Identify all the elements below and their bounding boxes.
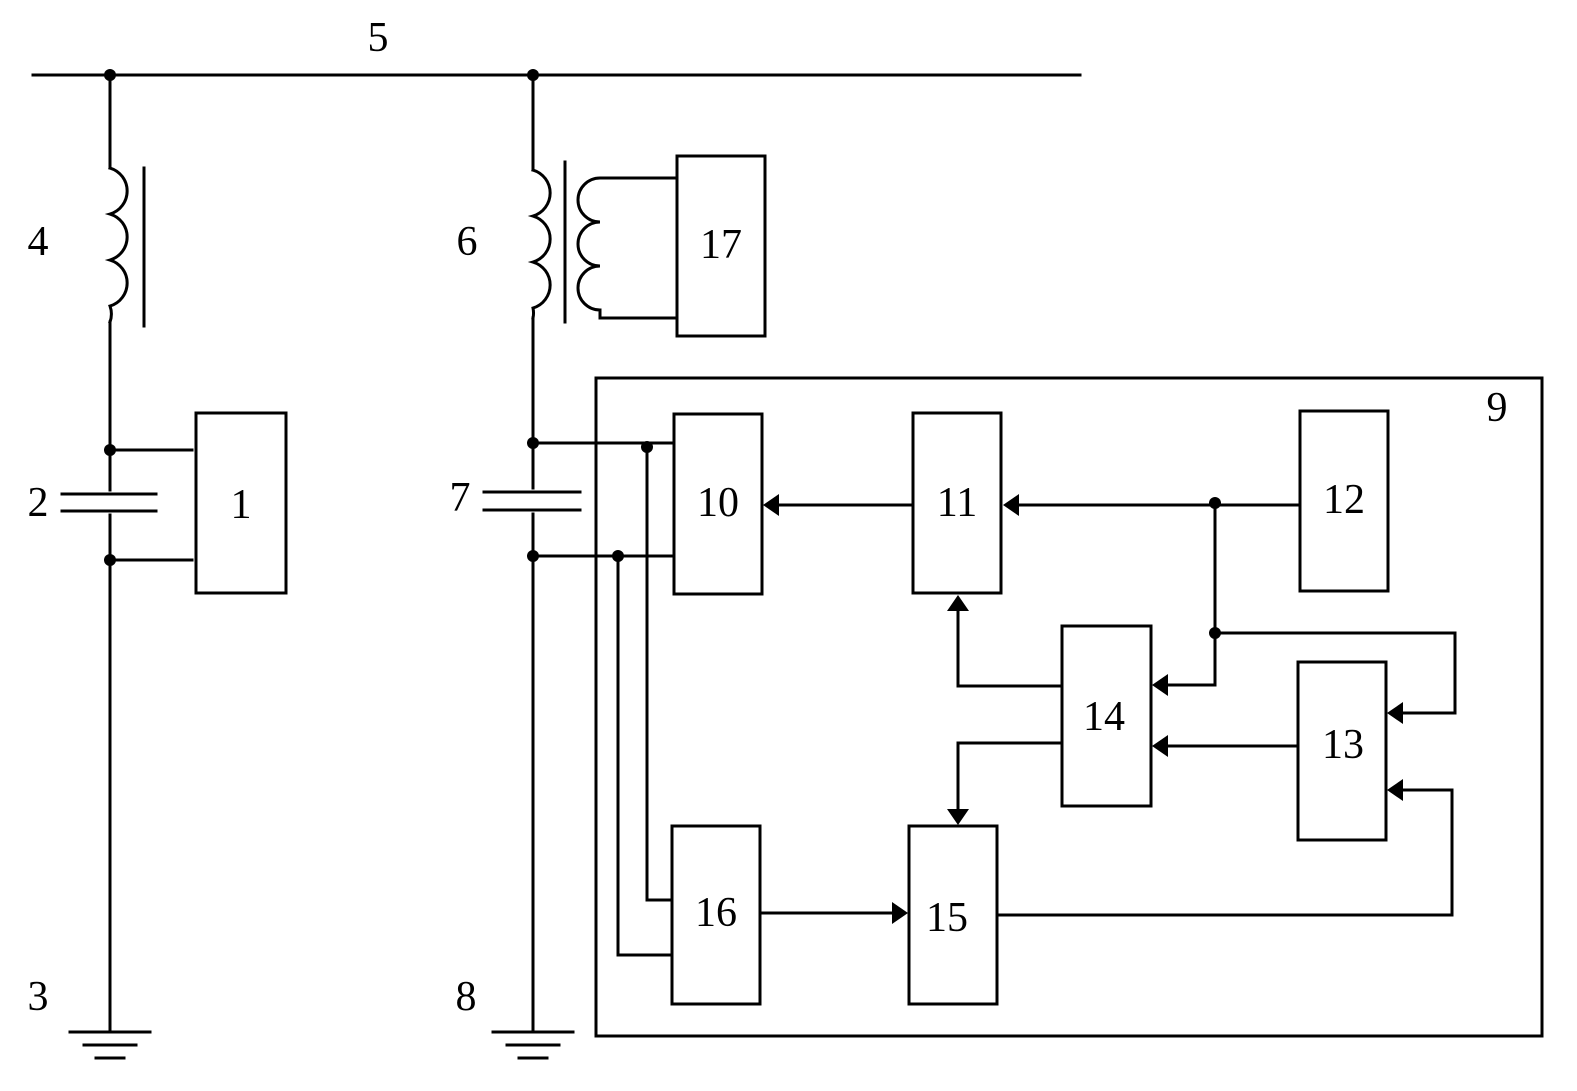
bus-line (33, 69, 1080, 81)
capacitor-2 (62, 494, 156, 511)
capacitor-7 (484, 492, 580, 510)
ground-symbol-right (493, 1032, 573, 1058)
block-label-12: 12 (1323, 477, 1365, 523)
block-label-14: 14 (1083, 694, 1125, 740)
block-11: 11 (913, 413, 1001, 593)
block-label-17: 17 (700, 222, 742, 268)
label-4: 4 (28, 219, 49, 265)
right-branch (484, 75, 678, 1058)
block-17: 17 (677, 156, 765, 336)
block-16: 16 (672, 826, 760, 1004)
block-label-16: 16 (695, 890, 737, 936)
block-12: 12 (1300, 411, 1388, 591)
label-5: 5 (368, 15, 389, 61)
label-8: 8 (456, 974, 477, 1020)
block-label-15: 15 (926, 895, 968, 941)
block-label-10: 10 (697, 480, 739, 526)
left-branch (62, 75, 192, 1058)
block-label-13: 13 (1322, 722, 1364, 768)
reactor-coil-4 (110, 168, 127, 322)
block-15: 15 (909, 826, 997, 1004)
block-10: 10 (674, 414, 762, 594)
label-3: 3 (28, 974, 49, 1020)
block-13: 13 (1298, 662, 1386, 840)
transformer-secondary (578, 178, 678, 318)
label-6: 6 (457, 219, 478, 265)
label-9: 9 (1487, 385, 1508, 431)
block-label-11: 11 (937, 480, 977, 526)
ground-symbol-left (70, 1032, 150, 1058)
block-1: 1 (196, 413, 286, 593)
label-7: 7 (450, 475, 471, 521)
label-2: 2 (28, 480, 49, 526)
transformer-primary-6 (533, 170, 550, 318)
block-14: 14 (1062, 626, 1151, 806)
block-label-1: 1 (231, 482, 252, 528)
